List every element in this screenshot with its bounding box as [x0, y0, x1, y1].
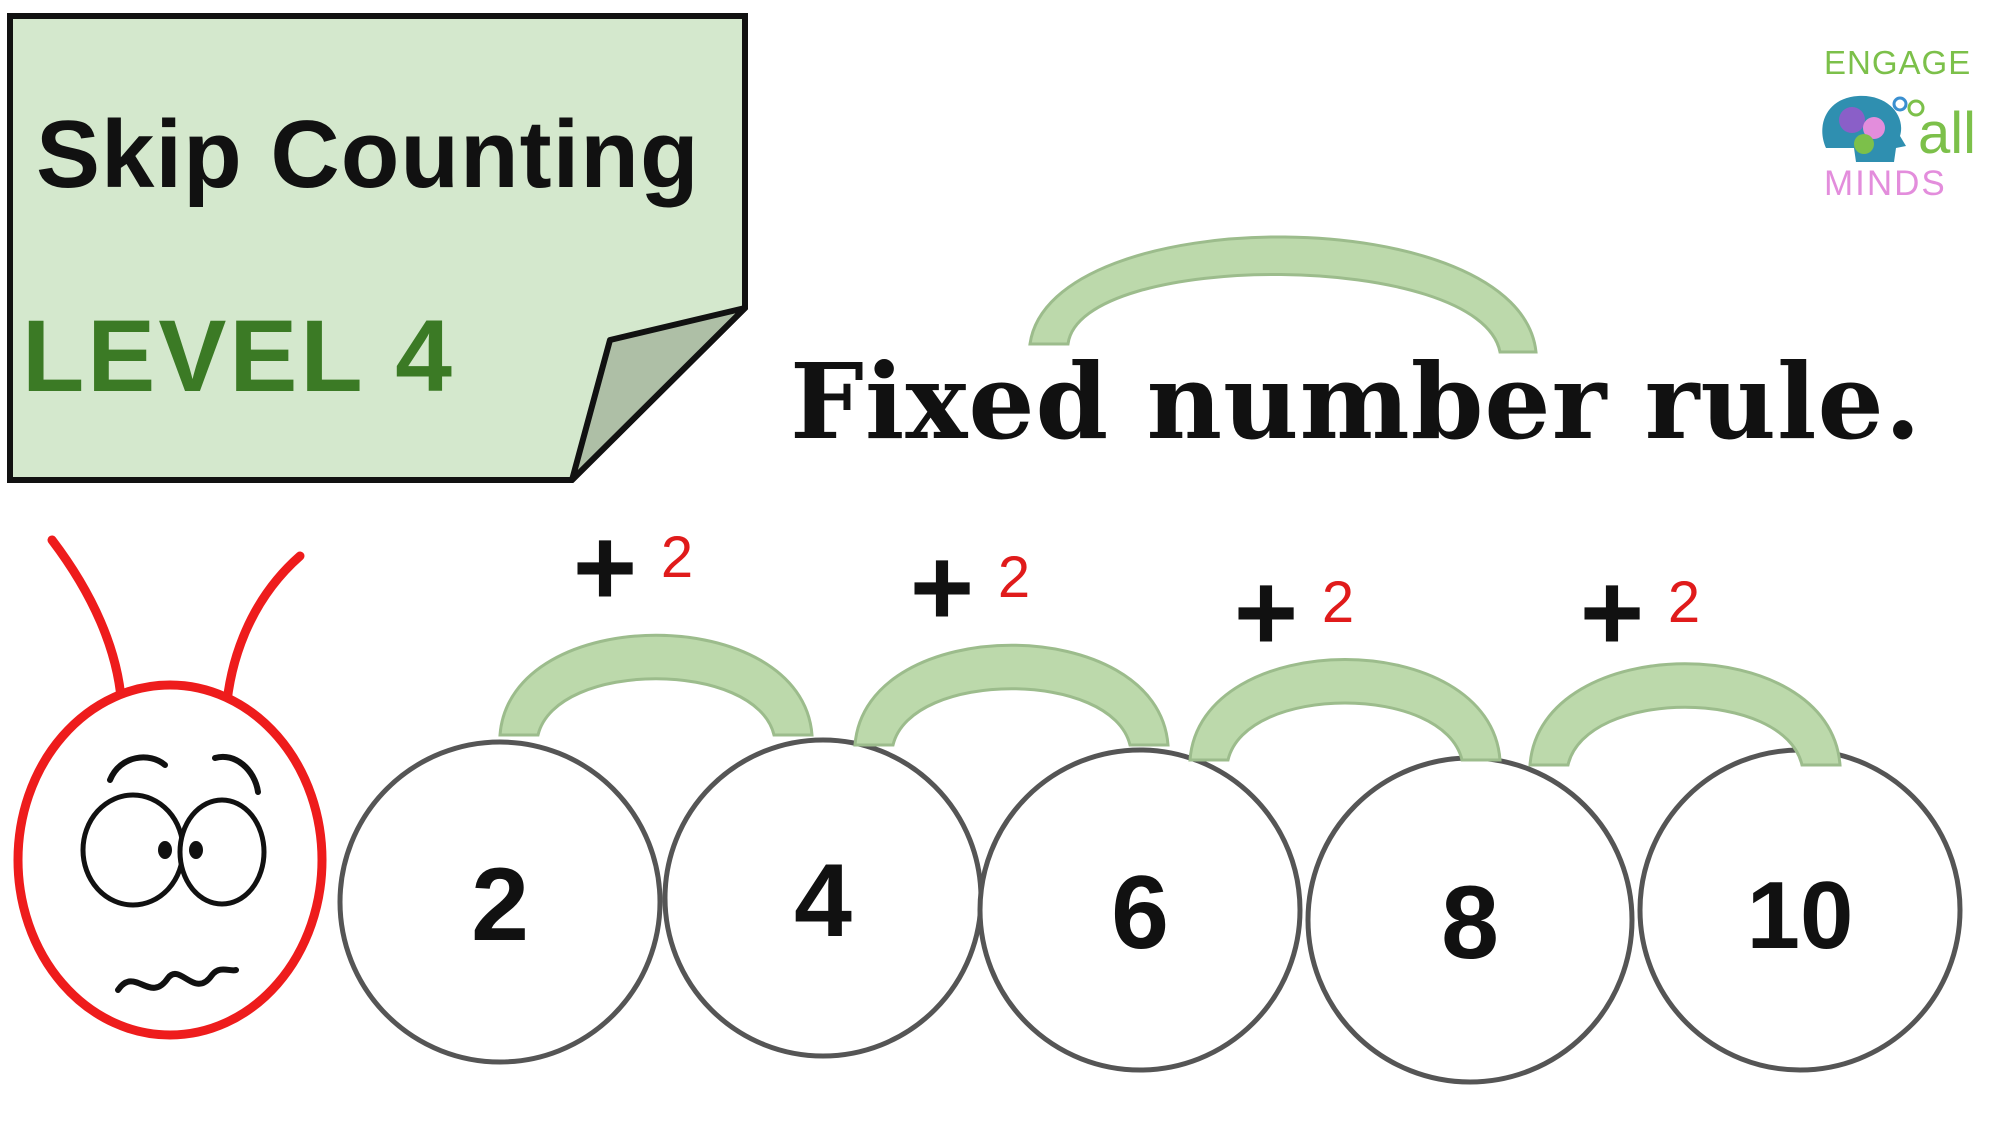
sequence-number: 8 — [1441, 865, 1499, 981]
engage-all-minds-logo: ENGAGE all MINDS — [1812, 44, 1992, 214]
left-eyebrow — [107, 754, 168, 783]
logo-engage-text: ENGAGE — [1824, 44, 1972, 81]
gear-ring-2 — [1907, 99, 1925, 117]
step-arc — [1528, 662, 1842, 767]
plus-sign: + — [910, 526, 974, 649]
left-pupil — [158, 841, 172, 859]
sequence-number: 2 — [471, 847, 529, 963]
sequence-number: 6 — [1111, 855, 1169, 971]
step-value: 2 — [998, 545, 1030, 610]
gear-ring-1 — [1892, 96, 1908, 112]
level-label: LEVEL 4 — [22, 299, 455, 413]
body-segment — [337, 739, 663, 1065]
right-eyebrow — [212, 753, 261, 795]
gear-green — [1854, 134, 1874, 154]
page-title: Skip Counting — [36, 101, 700, 208]
worried-mouth — [115, 966, 239, 993]
step-arc — [498, 633, 814, 737]
logo-all-text: all — [1918, 101, 1977, 166]
plus-sign: + — [1580, 551, 1644, 674]
gear-pink — [1863, 117, 1885, 139]
sequence-number: 4 — [794, 843, 852, 959]
step-arc — [853, 643, 1170, 747]
sequence-number: 10 — [1747, 862, 1854, 969]
step-value: 2 — [661, 525, 693, 590]
step-labels: +2 +2 +2 +2 — [573, 506, 1700, 674]
plus-sign: + — [1234, 551, 1298, 674]
head-gears-icon — [1822, 95, 1925, 162]
left-antenna — [47, 535, 127, 717]
plus-sign: + — [573, 506, 637, 629]
caterpillar-body: 2 4 6 8 10 — [337, 737, 1963, 1085]
logo-minds-text: MINDS — [1824, 164, 1947, 203]
body-segment — [977, 747, 1303, 1073]
caterpillar-head — [13, 535, 327, 1040]
step-value: 2 — [1668, 570, 1700, 635]
step-value: 2 — [1322, 570, 1354, 635]
sticky-note-fold — [569, 305, 748, 483]
rule-arc — [1028, 235, 1538, 354]
gear-purple — [1839, 107, 1865, 133]
step-arc — [1188, 658, 1502, 762]
right-antenna — [221, 551, 305, 717]
right-eye — [177, 797, 267, 907]
rule-heading: Fixed number rule. — [790, 340, 1922, 463]
right-pupil — [189, 841, 203, 859]
step-arcs — [498, 633, 1842, 767]
